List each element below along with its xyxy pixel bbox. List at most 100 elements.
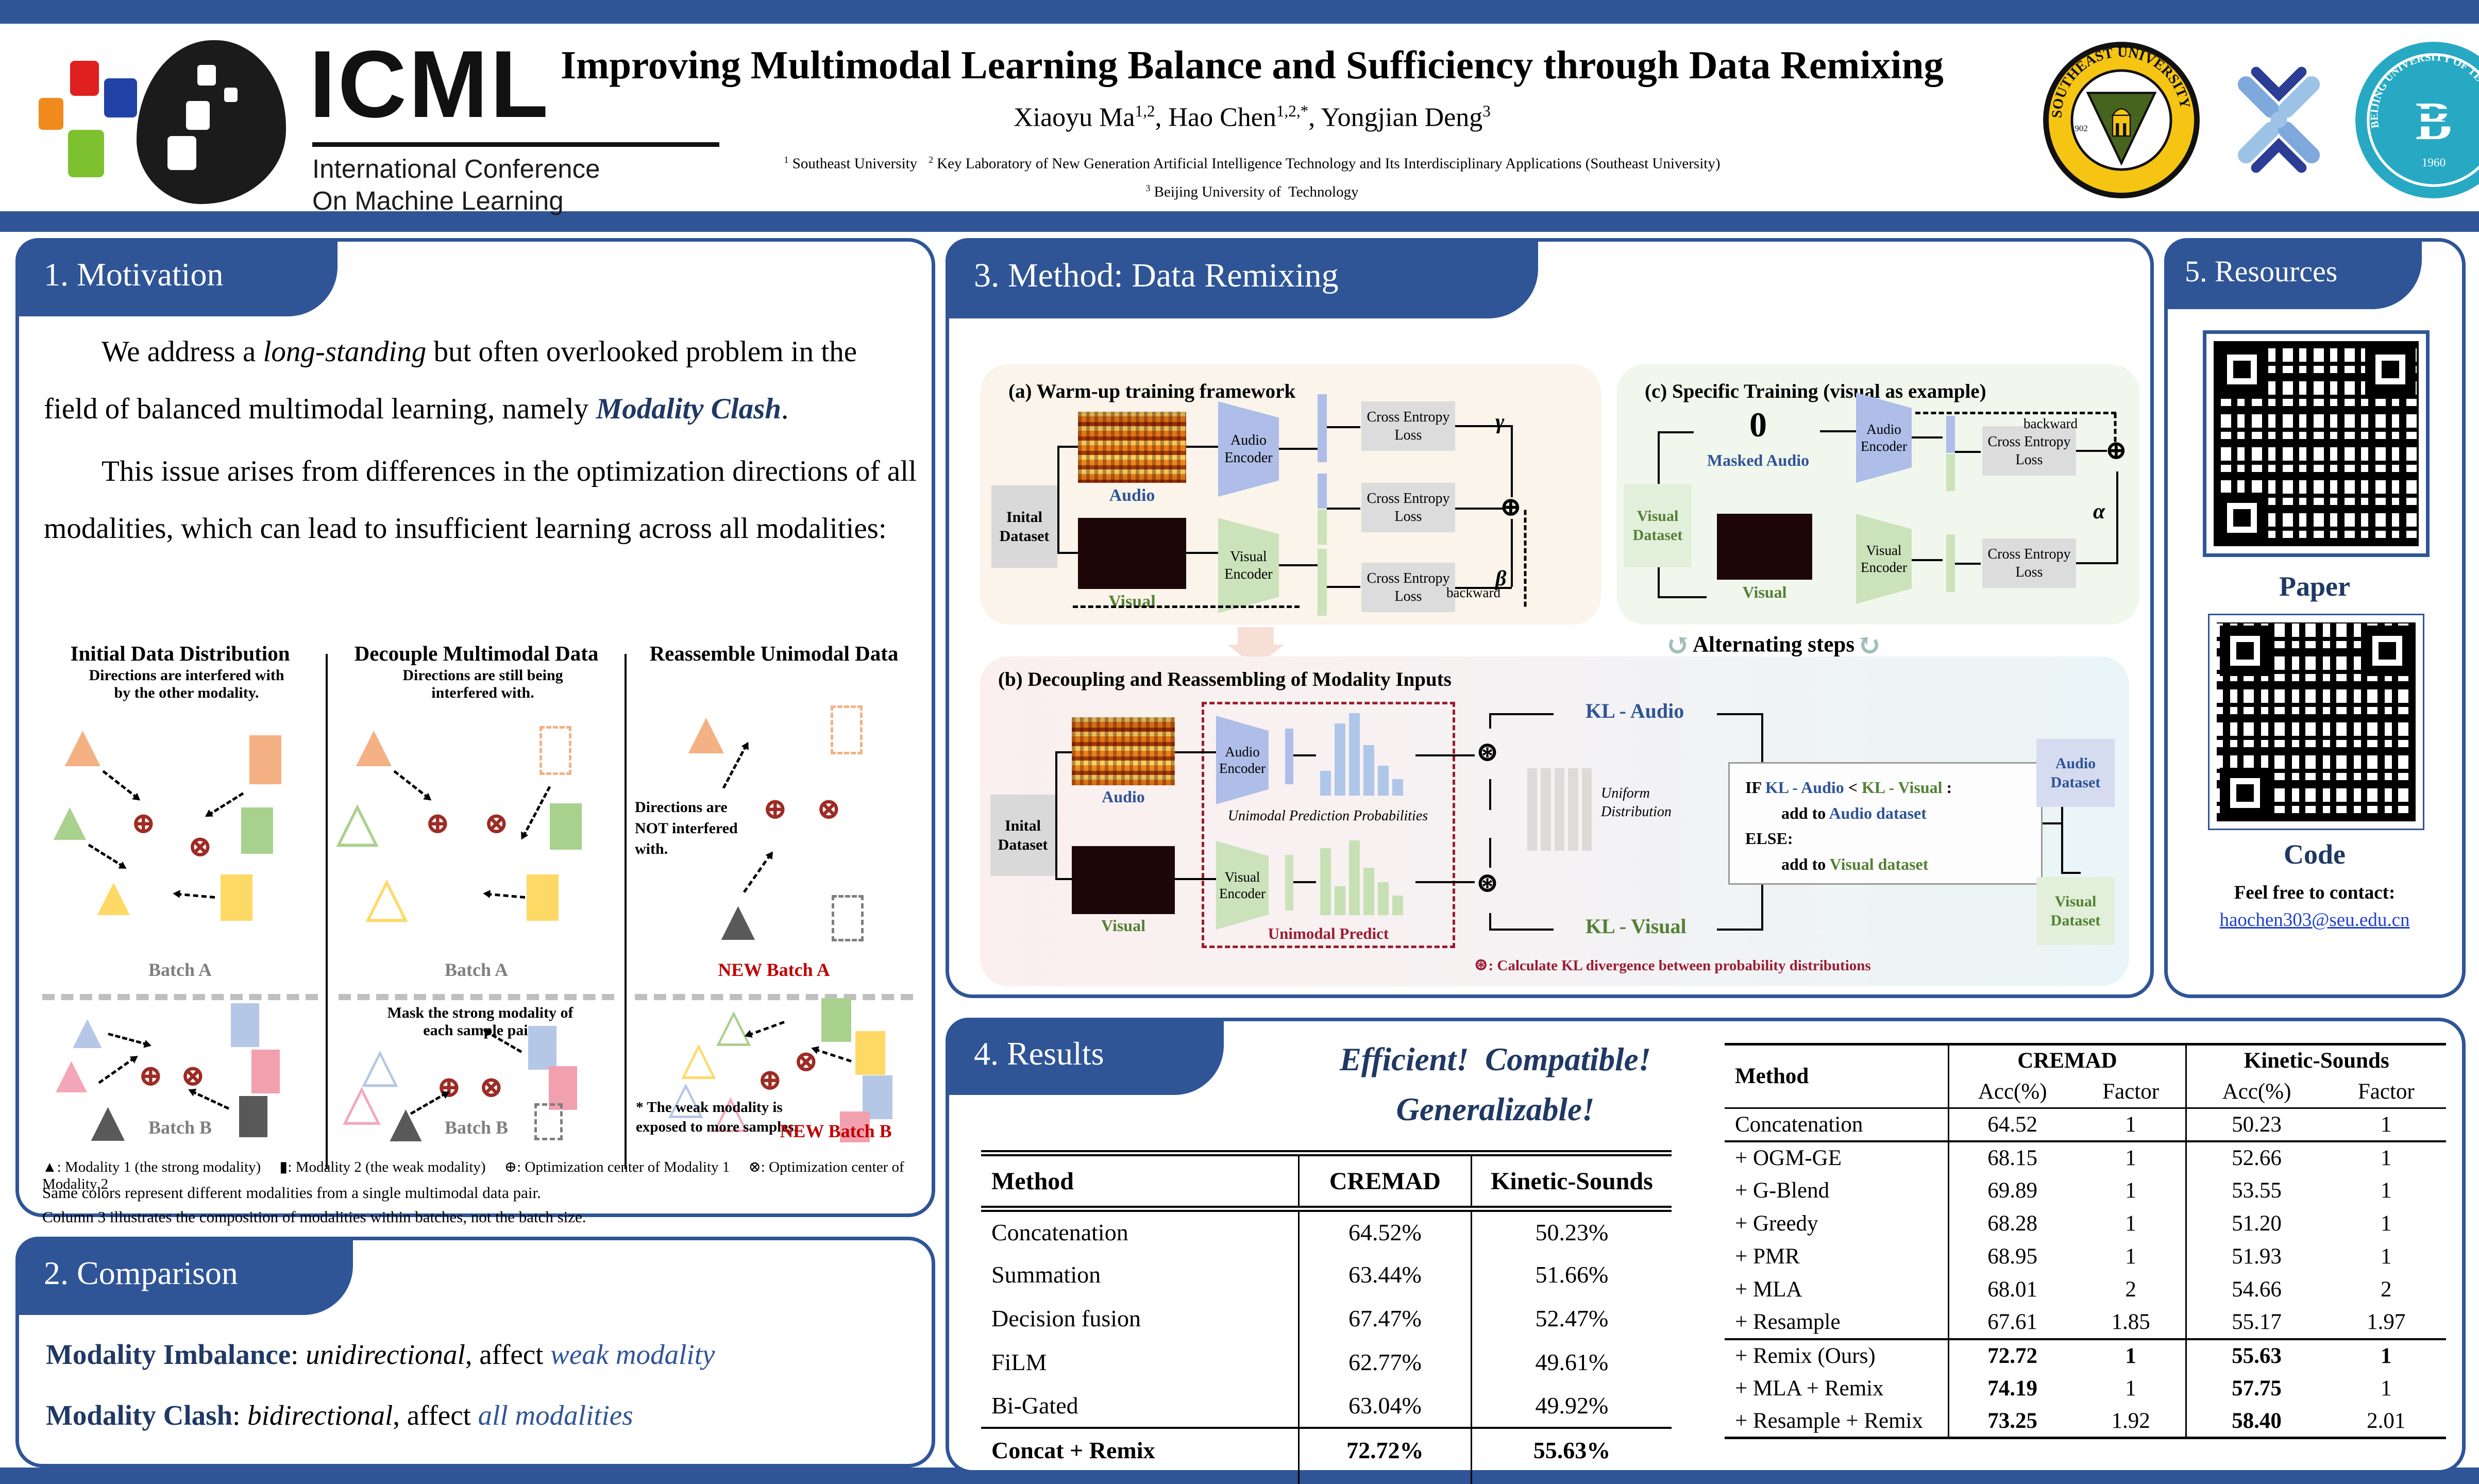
t2-header-ks: Kinetic-Sounds (2185, 1044, 2446, 1076)
transition-arrow (1238, 627, 1274, 646)
table-cell: Concatenation (1735, 1112, 1863, 1137)
triangle-yellow: ▲ (86, 866, 141, 927)
t1-header-cremad: CREMAD (1297, 1153, 1472, 1212)
alt-arrow-left-icon: ↺ (1665, 628, 1691, 662)
table-cell: 72.72 (1947, 1339, 2076, 1372)
table-cell: + PMR (1735, 1244, 1800, 1269)
col2-note: Directions are still being interfered wi… (402, 667, 563, 701)
visual-photo-image (1717, 514, 1812, 580)
uniform-distribution-label: Uniform Distribution (1601, 785, 1672, 820)
loss-sum-oplus: ⊕ (2105, 436, 2128, 465)
square-green (550, 803, 582, 850)
table-cell: 68.28 (1947, 1207, 2076, 1240)
table-cell: Concat + Remix (991, 1437, 1155, 1463)
opt-center-2: ⊗ (479, 1070, 504, 1104)
uniform-distribution-bars (1527, 762, 1592, 851)
method-b-title: (b) Decoupling and Reassembling of Modal… (998, 668, 1452, 690)
icml-logo-red-square (70, 61, 99, 96)
motivation-panel: 1. Motivation We address a long-standing… (15, 238, 935, 1226)
paper-qr-label: Paper (2279, 571, 2350, 602)
lab-x-logo (2216, 57, 2342, 183)
kl-note: ⊛: Calculate KL divergence between proba… (1474, 955, 1871, 974)
diagram-divider-2 (625, 654, 627, 1169)
contact-label: Feel free to contact: (2234, 882, 2396, 903)
comparison-panel: 2. Comparison Modality Imbalance: unidir… (15, 1237, 935, 1468)
alt-arrow-right-icon: ↻ (1857, 628, 1882, 662)
t1-header-ks: Kinetic-Sounds (1470, 1153, 1672, 1212)
square-yellow (855, 1031, 885, 1075)
square-green (821, 998, 851, 1042)
results-table-1: Method CREMAD Kinetic-Sounds Concatenati… (981, 1150, 1672, 1484)
table-cell: 1 (2381, 1178, 2392, 1203)
alternating-steps: ↺ Alternating steps ↻ (1647, 627, 1900, 662)
table-cell: 51.66% (1470, 1253, 1672, 1296)
col1-batch-b-label: Batch B (148, 1117, 212, 1138)
triangle-green-masked: △ (336, 791, 379, 852)
audio-prediction-histogram (1320, 711, 1410, 796)
square-orange-masked (539, 726, 571, 775)
visual-encoder: Visual Encoder (1218, 518, 1279, 613)
batch-separator (635, 994, 913, 1000)
audio-encoder: Audio Encoder (1218, 401, 1279, 497)
visual-prediction-histogram (1320, 838, 1410, 915)
results-headline-2: Generalizable! (1396, 1091, 1595, 1127)
results-panel: 4. Results Efficient! Compatible! Genera… (946, 1018, 2466, 1484)
table-cell: + OGM-GE (1735, 1146, 1842, 1170)
visual-feature-bar (1318, 549, 1327, 616)
square-orange (249, 735, 281, 784)
t2-subheader-acc: Acc(%) (2185, 1076, 2326, 1108)
icml-logo-green-square (68, 130, 104, 177)
top-band (0, 0, 2479, 24)
seu-year-text: 1902 (2070, 124, 2088, 133)
table-cell: 69.89 (1947, 1174, 2076, 1207)
table-cell: 68.95 (1947, 1240, 2076, 1273)
table-cell: 50.23% (1470, 1209, 1672, 1253)
poster-title: Improving Multimodal Learning Balance an… (561, 43, 1944, 87)
table-cell: 71.51% (1297, 1472, 1472, 1484)
header-divider-band (0, 211, 2479, 232)
table-cell: + MLA + Remix (1735, 1376, 1884, 1401)
triangle-green: ▲ (42, 791, 97, 852)
contact-email-link[interactable]: haochen303@seu.edu.cn (2219, 909, 2410, 931)
cross-entropy-loss-box: Cross Entropy Loss (1361, 563, 1455, 612)
motivation-tab: 1. Motivation (15, 238, 338, 316)
diagram-col1-title: Initial Data Distribution (70, 642, 290, 665)
triangle-blue-masked: △ (362, 1039, 398, 1091)
t2-subheader-factor: Factor (2102, 1080, 2160, 1104)
results-table-2: Method CREMAD Kinetic-Sounds Acc(%) Fact… (1725, 1043, 2446, 1439)
table-cell: + MLA (1735, 1277, 1802, 1302)
audio-feature-bar (1285, 729, 1293, 784)
backward-dashed-line (1915, 412, 2116, 414)
audio-encoder: Audio Encoder (1216, 716, 1269, 804)
table-cell: 1 (2381, 1376, 2392, 1401)
diagram-col1: Directions are interfered with by the ot… (37, 654, 323, 1151)
cross-entropy-loss-box: Cross Entropy Loss (1361, 401, 1455, 451)
diagram-col3-title: Reassemble Unimodal Data (649, 642, 899, 665)
table-cell: 1 (2381, 1211, 2392, 1236)
triangle-dark: ▲ (710, 889, 767, 953)
diagram-col2-title: Decouple Multimodal Data (354, 642, 599, 665)
table-cell: 72.72% (1297, 1428, 1472, 1472)
col2-batch-a-label: Batch A (444, 959, 508, 980)
col2-note-2: Mask the strong modality of each sample … (387, 1004, 574, 1039)
table-cell: 2 (2125, 1277, 2136, 1302)
dashed-arrow (207, 792, 244, 817)
visual-encoder: Visual Encoder (1856, 514, 1912, 604)
resources-heading: 5. Resources (2185, 254, 2338, 288)
audio-spectrogram-image (1078, 412, 1186, 483)
icml-logo-orange-square (39, 98, 63, 130)
triangle-pink-masked: △ (713, 1087, 748, 1137)
dashed-arrow (191, 1090, 230, 1110)
table-cell: 1 (2125, 1211, 2136, 1236)
icml-sub1: International Conference (312, 154, 600, 183)
table-cell: 54.09% (1470, 1472, 1672, 1484)
visual-feature-bar (1946, 454, 1955, 491)
table-cell: 73.25 (1947, 1405, 2076, 1438)
seu-seal-logo: SOUTHEAST UNIVERSITY 1902 (2042, 40, 2201, 200)
motivation-heading: 1. Motivation (44, 256, 224, 293)
initial-dataset-box: Inital Dataset (991, 485, 1057, 568)
